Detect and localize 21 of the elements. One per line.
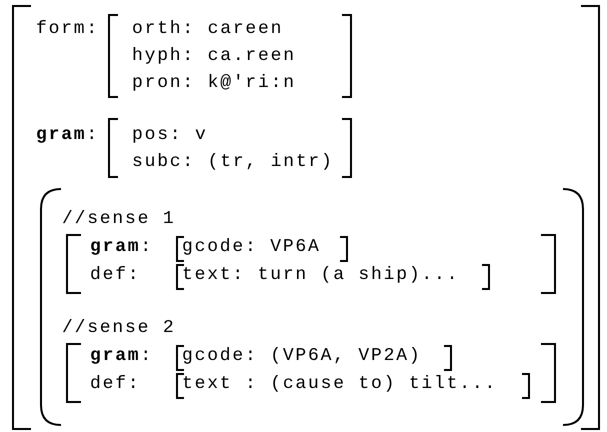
attribute-name: def: — [90, 373, 140, 396]
attribute-value-pair: gcode: VP6A — [182, 236, 321, 259]
attribute-name: gram: — [90, 345, 154, 368]
attribute-name: form: — [36, 18, 100, 41]
attribute-name: gram: — [36, 124, 100, 147]
attribute-value-pair: text: turn (a ship)... — [182, 264, 460, 287]
feature-matrix — [36, 14, 354, 100]
feature-matrix — [40, 188, 584, 426]
feature-matrix — [12, 5, 600, 430]
attribute-value-pair: pron: k@'ri:n — [132, 72, 296, 95]
attribute-value-pair: hyph: ca.reen — [132, 45, 296, 68]
attribute-value-pair: text : (cause to) tilt... — [182, 373, 498, 396]
attribute-name: def: — [90, 264, 140, 287]
attribute-name: gram: — [90, 236, 154, 259]
attribute-value-pair: gcode: (VP6A, VP2A) — [182, 345, 422, 368]
attribute-value-pair: pos: v — [132, 124, 208, 147]
sense-comment: //sense 2 — [62, 317, 176, 340]
sense-comment: //sense 1 — [62, 208, 176, 231]
feature-matrix — [36, 118, 354, 180]
attribute-value-pair: orth: careen — [132, 18, 284, 41]
attribute-value-pair: subc: (tr, intr) — [132, 151, 334, 174]
